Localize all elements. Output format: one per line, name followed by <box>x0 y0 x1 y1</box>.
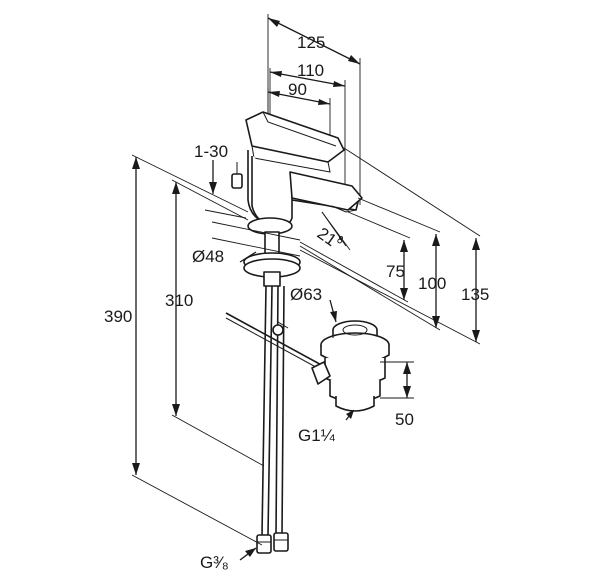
mounting-assembly <box>243 231 301 554</box>
dim-110-label: 110 <box>297 61 324 80</box>
dim-75-label: 75 <box>386 262 405 281</box>
diameter-48-marker <box>211 221 301 263</box>
right-dimension-lines <box>299 147 481 345</box>
drain-height-dimension <box>380 361 414 399</box>
dim-100-label: 100 <box>418 274 446 293</box>
thread-g114-marker <box>345 409 355 421</box>
diameter-63-marker <box>329 299 337 323</box>
dim-135-label: 135 <box>461 285 489 304</box>
thread-g38-label: G³⁄₈ <box>200 553 229 572</box>
top-dimension-lines <box>267 14 361 205</box>
dim-310-label: 310 <box>165 291 193 310</box>
dim-90-label: 90 <box>288 80 307 99</box>
cutout-dimension <box>204 160 247 219</box>
faucet-body <box>231 111 363 235</box>
dim-50-label: 50 <box>395 410 414 429</box>
thread-g114-label: G1¼ <box>298 426 336 445</box>
dim-125-label: 125 <box>297 33 325 52</box>
angle-21-label: 21° <box>314 224 346 254</box>
angle-marker <box>321 211 351 251</box>
thread-g38-marker <box>239 547 257 561</box>
diameter-63-label: Ø63 <box>290 285 322 304</box>
dim-390-label: 390 <box>104 307 132 326</box>
drain-valve <box>311 320 390 412</box>
left-dimension-lines <box>131 154 265 546</box>
diameter-48-label: Ø48 <box>192 247 224 266</box>
dim-1-30-label: 1-30 <box>194 142 228 161</box>
